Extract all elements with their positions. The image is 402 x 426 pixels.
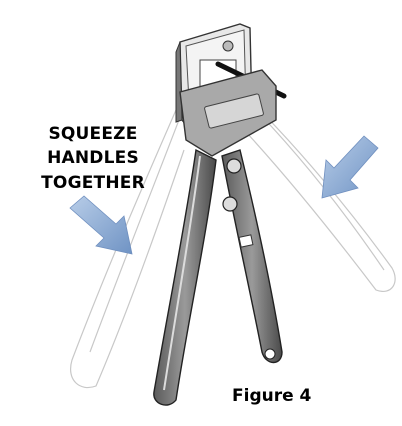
squeeze-arrow-left [69, 195, 133, 255]
left-handle [153, 148, 217, 406]
pivot-pin-lower [222, 196, 238, 212]
right-handle [221, 149, 283, 364]
ghost-right-handle [245, 99, 396, 292]
instruction-line-2: HANDLES [47, 148, 139, 168]
squeeze-arrow-right [321, 135, 379, 199]
instruction-line-1: SQUEEZE [48, 124, 138, 144]
pivot-pin-upper [226, 158, 242, 174]
ghost-left-handle [70, 109, 185, 389]
hinge-block [179, 69, 277, 157]
figure-caption: Figure 4 [232, 386, 312, 406]
instruction-line-3: TOGETHER [41, 173, 145, 193]
